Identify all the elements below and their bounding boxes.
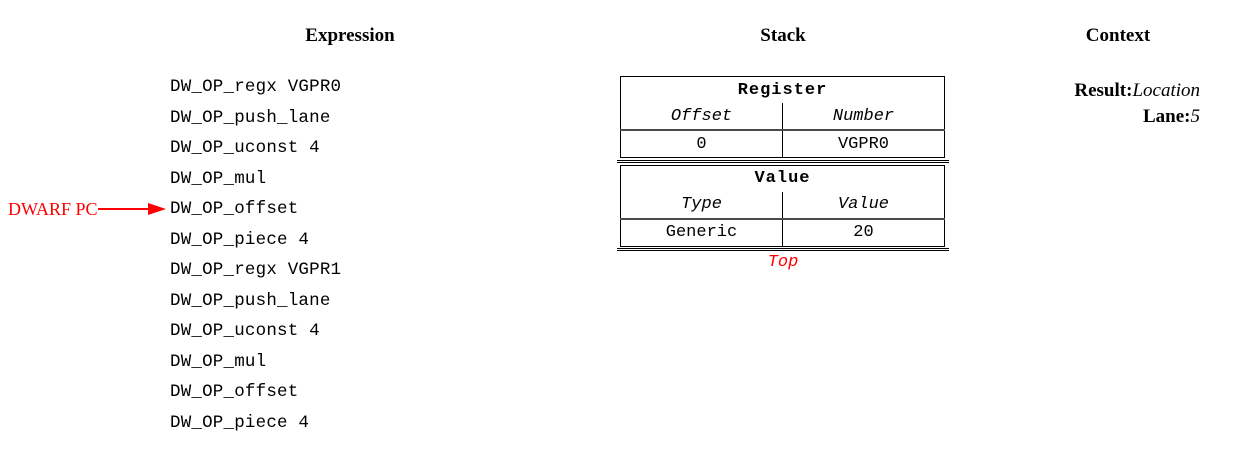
- column-heading-context: Context: [1085, 25, 1151, 46]
- dwarf-pc-pointer: DWARF PC: [8, 200, 168, 218]
- stack-area: Register Offset Number 0 VGPR0 Value Typ…: [617, 76, 949, 272]
- stack-entry-separator: [617, 159, 949, 163]
- register-col-header-number: Number: [832, 106, 895, 126]
- column-heading-expression: Expression: [305, 25, 395, 46]
- context-value: Location: [1132, 80, 1200, 101]
- register-col-header-offset: Offset: [620, 103, 783, 130]
- column-heading-stack: Stack: [760, 25, 806, 46]
- value-col-header-type: Type: [620, 191, 783, 219]
- expression-line: DW_OP_regx VGPR1: [170, 260, 342, 280]
- value-table-title: Value: [754, 169, 811, 188]
- table-title-row: Value: [621, 165, 945, 192]
- expression-line: DW_OP_offset: [170, 382, 299, 402]
- context-row: Result:Location: [958, 78, 1200, 104]
- expression-line: DW_OP_mul: [170, 351, 267, 372]
- expression-line: DW_OP_regx VGPR0: [170, 77, 342, 97]
- value-col-header-value: Value: [837, 195, 889, 214]
- context-row: Lane:5: [958, 104, 1200, 130]
- table-column-header-row: Offset Number: [620, 103, 945, 130]
- table-title-row: Register: [621, 77, 945, 104]
- dwarf-pc-label: DWARF PC: [8, 199, 98, 220]
- context-key: Result:: [1074, 80, 1133, 101]
- context-value: 5: [1190, 106, 1201, 127]
- value-cell-type: Generic: [620, 217, 783, 246]
- stack-top-label: Top: [767, 253, 799, 272]
- expression-line: DW_OP_piece 4: [170, 412, 310, 433]
- expression-line: DW_OP_uconst 4: [170, 321, 320, 341]
- expression-line: DW_OP_uconst 4: [170, 138, 320, 158]
- register-table-title: Register: [737, 80, 828, 100]
- stack-entry-value: Value Type Value Generic 20: [620, 164, 945, 247]
- stack-entry-register: Register Offset Number 0 VGPR0: [620, 76, 945, 158]
- value-cell-value: 20: [782, 217, 945, 246]
- expression-line: DW_OP_push_lane: [170, 107, 331, 128]
- context-key: Lane:: [1143, 106, 1191, 127]
- register-value-offset: 0: [620, 129, 783, 158]
- table-row: 0 VGPR0: [620, 129, 945, 158]
- register-value-number: VGPR0: [782, 129, 945, 158]
- table-column-header-row: Type Value: [620, 191, 945, 219]
- expression-line: DW_OP_push_lane: [170, 290, 331, 311]
- table-row: Generic 20: [620, 217, 945, 246]
- right-arrow-icon: [97, 203, 166, 216]
- expression-line: DW_OP_mul: [170, 168, 267, 189]
- stack-bottom-separator: [617, 248, 949, 251]
- expression-line: DW_OP_piece 4: [170, 229, 310, 250]
- expression-line: DW_OP_offset: [170, 199, 299, 219]
